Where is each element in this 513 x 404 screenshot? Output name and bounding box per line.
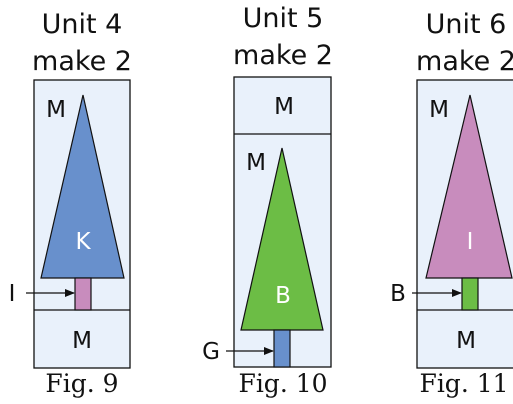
- unit-4-title: Unit 4: [42, 9, 123, 40]
- unit-5-tree-label: B: [275, 283, 291, 309]
- unit-6-subtitle: make 2: [416, 46, 513, 77]
- unit-6-title: Unit 6: [426, 9, 507, 40]
- unit-6-top-label: M: [429, 97, 449, 123]
- unit-5-top-label: M: [274, 94, 294, 120]
- unit-4-caption: Fig. 9: [45, 369, 118, 398]
- unit-6-caption: Fig. 11: [419, 369, 508, 398]
- unit-5-title: Unit 5: [243, 3, 324, 34]
- unit-4-trunk: [74, 277, 92, 311]
- unit-5-subtitle: make 2: [233, 40, 333, 71]
- unit-4-bottom-label: M: [72, 328, 92, 354]
- unit-4-subtitle: make 2: [32, 46, 132, 77]
- unit-4-trunk-label: I: [9, 281, 16, 307]
- unit-6-bottom-label: M: [456, 328, 476, 354]
- unit-6-trunk-label: B: [390, 281, 406, 307]
- unit-5-trunk-label: G: [202, 339, 220, 365]
- unit-5-trunk: [273, 329, 291, 368]
- unit-6-group: Unit 6 make 2 M I M B Fig. 11: [390, 9, 513, 398]
- unit-5-group: Unit 5 make 2 M M B G Fig. 10: [202, 3, 333, 398]
- unit-5-background-label: M: [246, 150, 266, 176]
- unit-5-caption: Fig. 10: [238, 369, 327, 398]
- unit-4-top-label: M: [46, 97, 66, 123]
- unit-6-trunk: [461, 277, 479, 311]
- unit-6-tree-label: I: [467, 229, 474, 255]
- unit-4-tree-label: K: [75, 229, 91, 255]
- unit-4-group: Unit 4 make 2 M K M I Fig. 9: [9, 9, 132, 398]
